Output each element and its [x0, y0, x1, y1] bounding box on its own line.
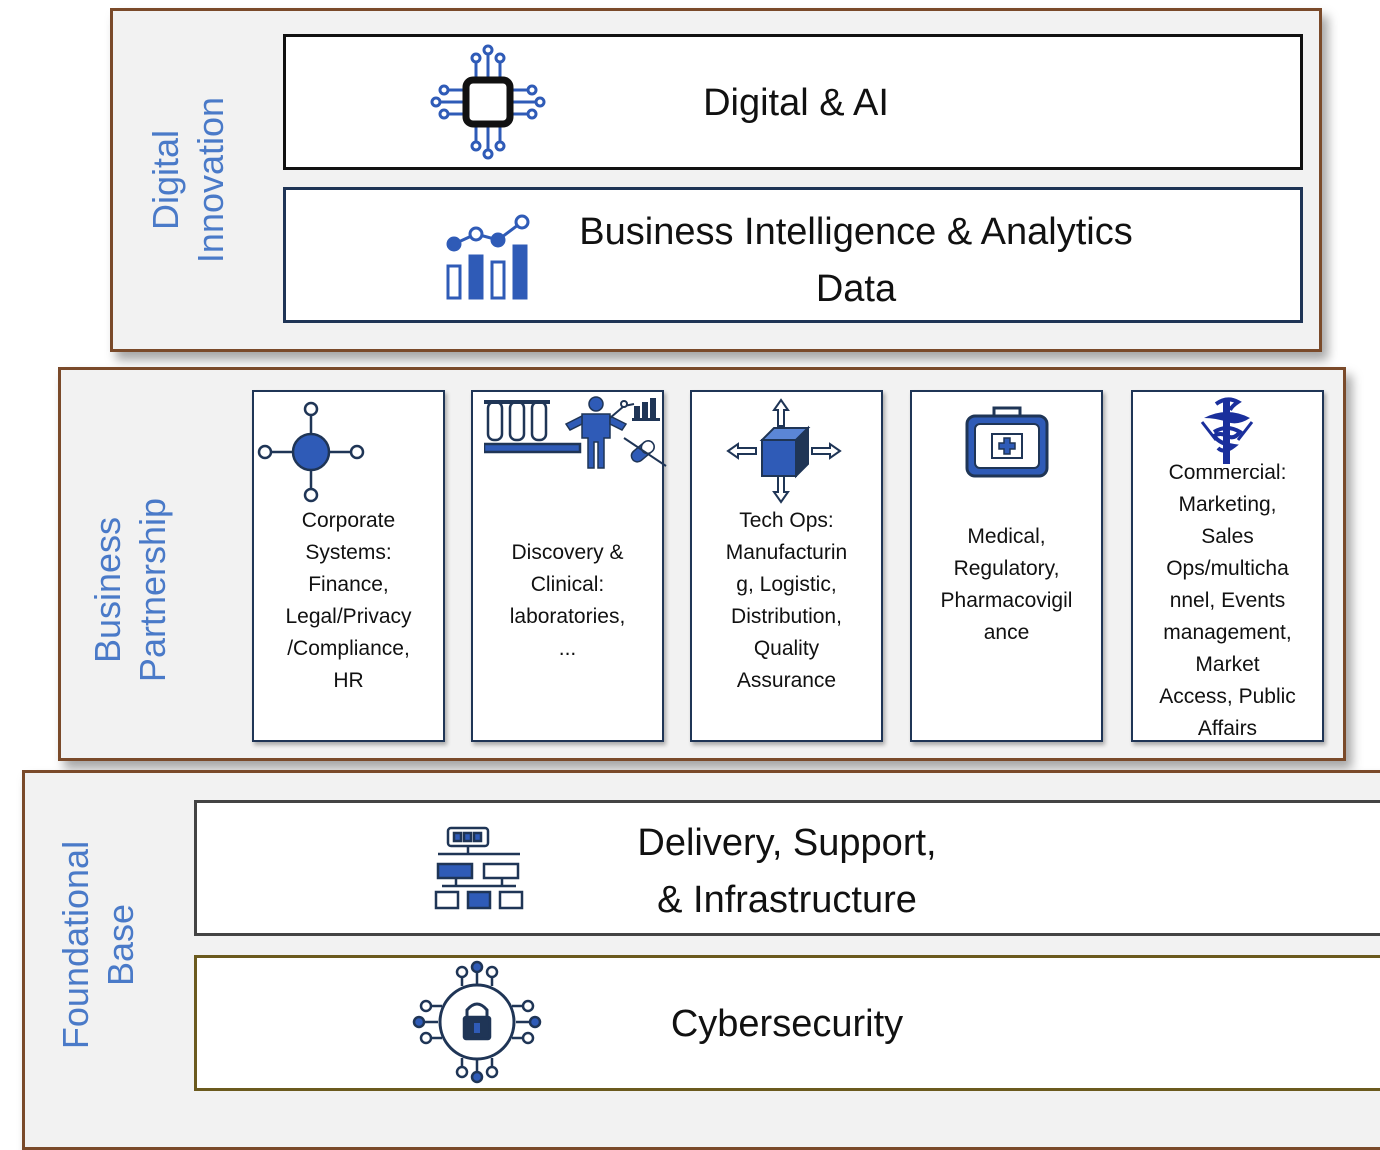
circuit-chip-icon	[430, 44, 546, 160]
network-node-icon	[257, 401, 365, 503]
server-hierarchy-icon	[434, 826, 524, 910]
card-medical-regulatory-text: Medical, Regulatory, Pharmacovigil ance	[940, 525, 1073, 644]
digital-ai-text: Digital & AI	[703, 82, 889, 124]
delivery-support-panel: Delivery, Support, & Infrastructure	[194, 800, 1380, 936]
lock-circuit-icon	[412, 960, 542, 1084]
delivery-support-text: Delivery, Support, & Infrastructure	[637, 822, 937, 921]
digital-innovation-label: Digital Innovation	[145, 96, 231, 264]
card-commercial-text: Commercial: Marketing, Sales Ops/multich…	[1159, 461, 1296, 740]
foundational-base-label: Foundational Base	[55, 840, 141, 1050]
card-commercial: Commercial: Marketing, Sales Ops/multich…	[1131, 390, 1324, 742]
bi-analytics-panel: Business Intelligence & Analytics Data	[283, 187, 1303, 323]
box-arrows-icon	[726, 398, 842, 504]
medical-kit-icon	[965, 406, 1049, 478]
card-corporate-systems: Corporate Systems: Finance, Legal/Privac…	[252, 390, 445, 742]
card-corporate-systems-text: Corporate Systems: Finance, Legal/Privac…	[285, 509, 412, 692]
business-partnership-label: Business Partnership	[87, 497, 173, 683]
lab-scientist-icon	[484, 396, 667, 469]
cybersecurity-text: Cybersecurity	[670, 1003, 904, 1045]
cybersecurity-panel: Cybersecurity	[194, 955, 1380, 1091]
card-discovery-clinical-text: Discovery & Clinical: laboratories, ...	[509, 541, 626, 660]
caduceus-icon	[1194, 396, 1260, 468]
card-tech-ops-text: Tech Ops: Manufacturin g, Logistic, Dist…	[725, 509, 848, 692]
bar-chart-trend-icon	[446, 214, 530, 300]
bi-analytics-text: Business Intelligence & Analytics Data	[579, 211, 1133, 310]
